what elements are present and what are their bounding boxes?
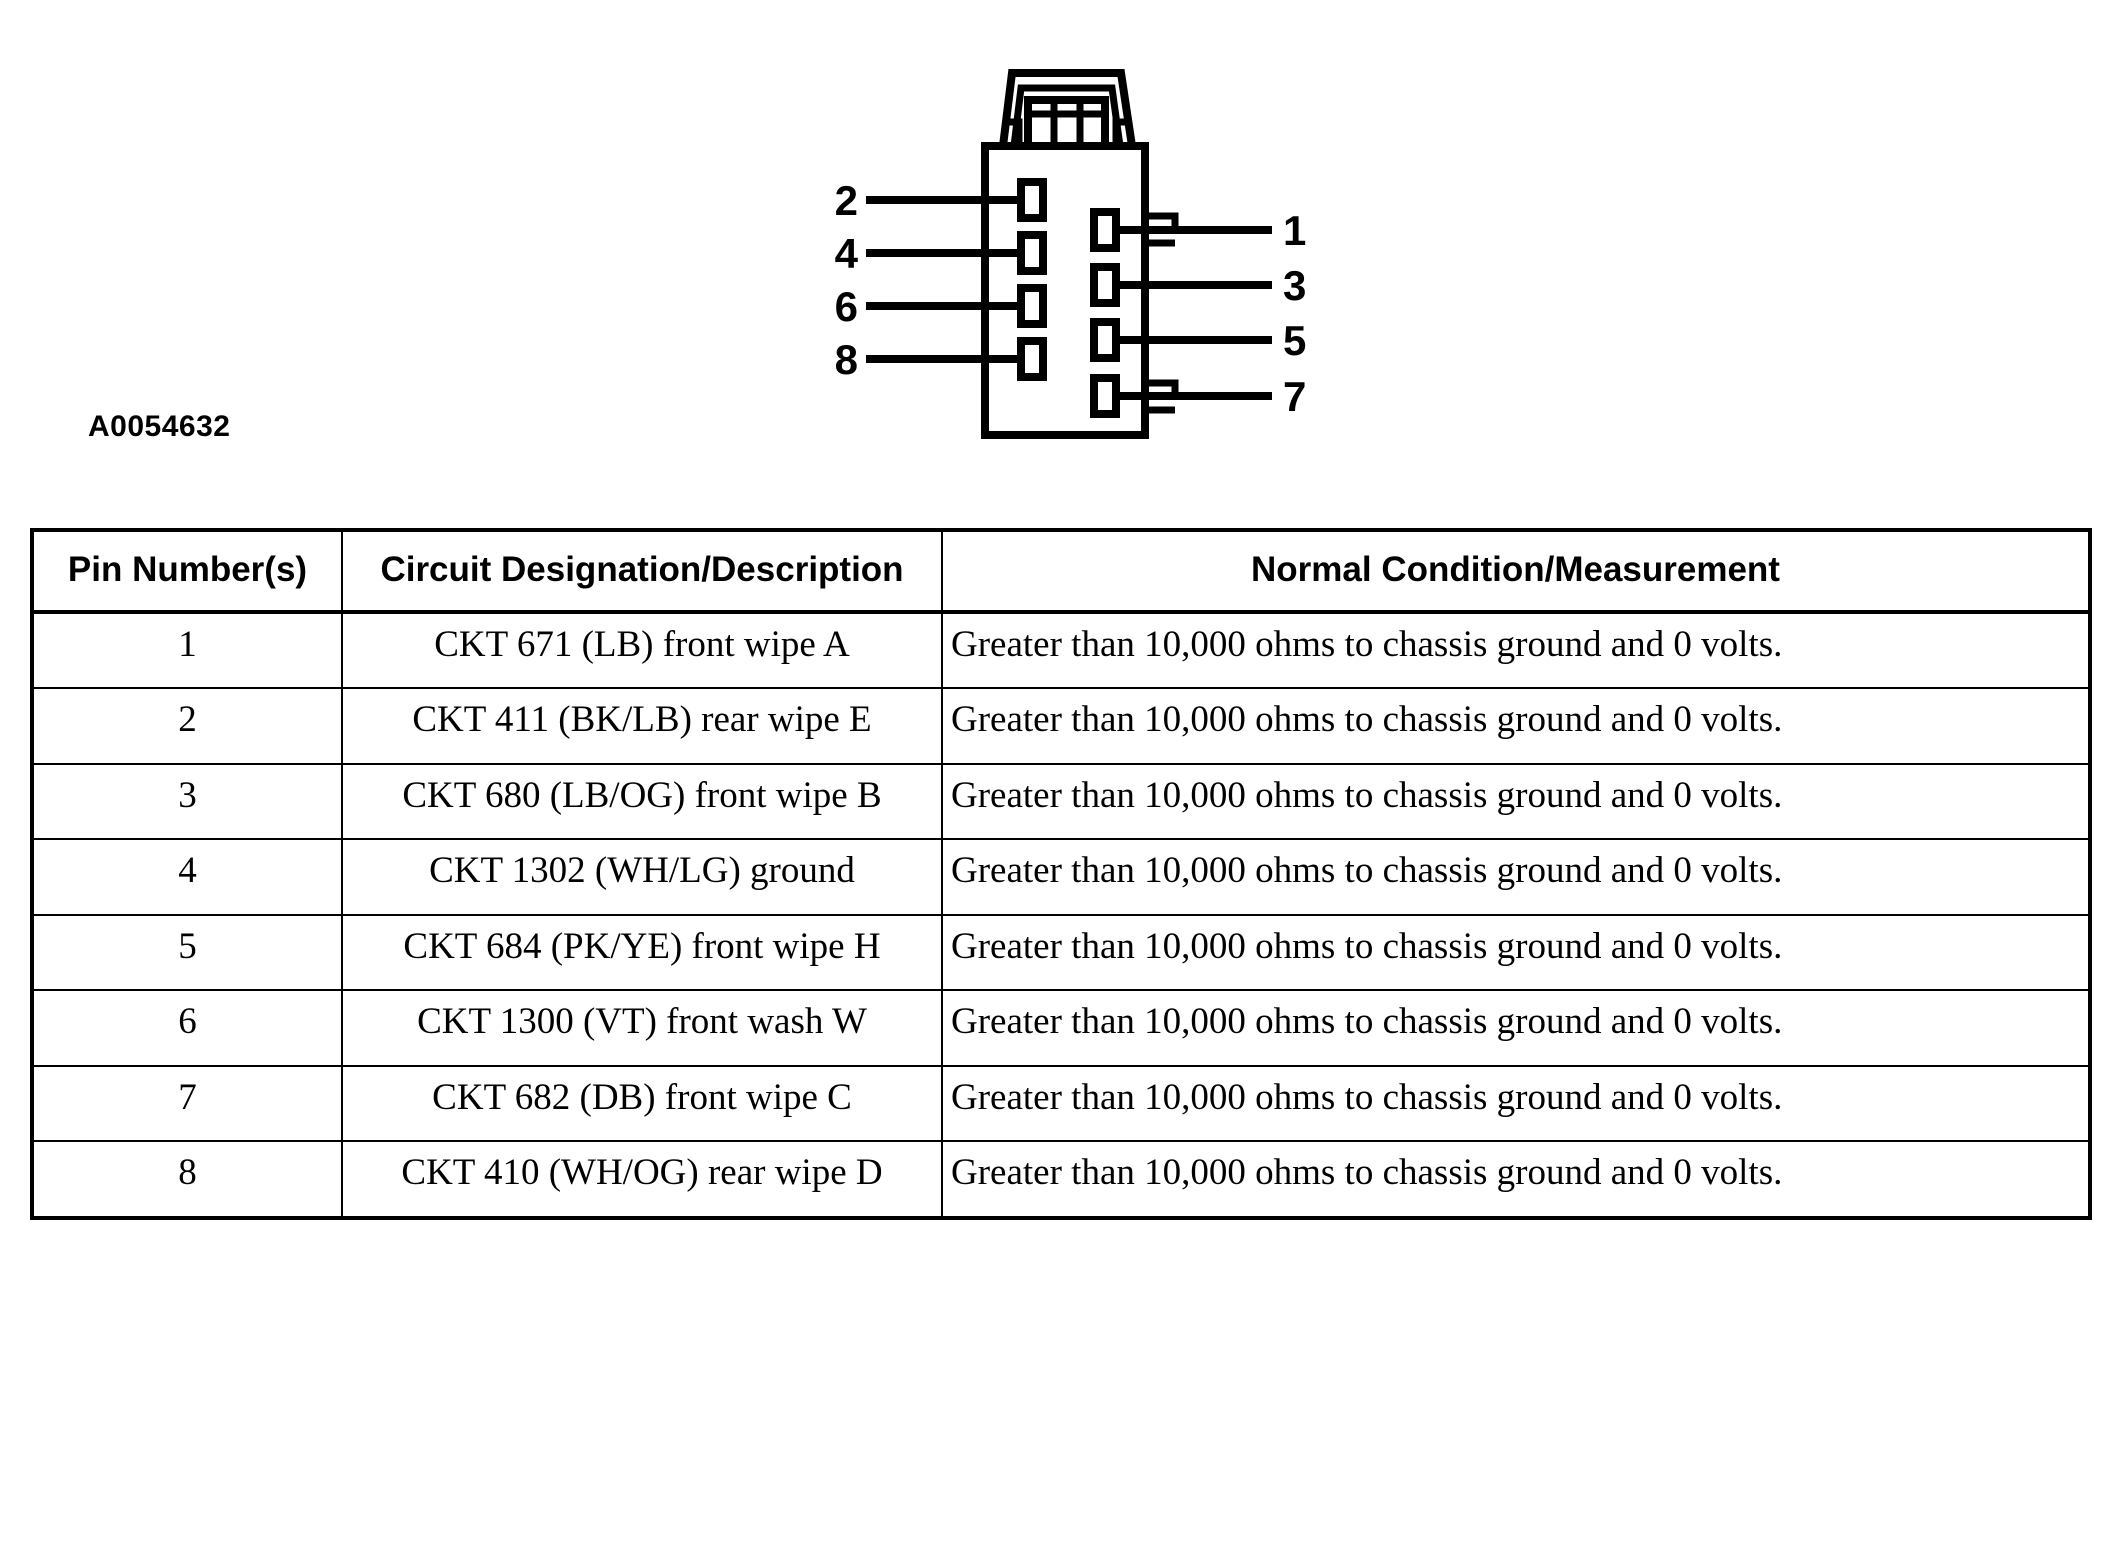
cell-circuit-designation: CKT 1300 (VT) front wash W bbox=[341, 989, 943, 1067]
connector-svg: 2 4 6 8 1 3 5 7 bbox=[835, 69, 1306, 439]
cell-normal-condition: Greater than 10,000 ohms to chassis grou… bbox=[941, 1064, 2091, 1143]
housing-inner-cap bbox=[1010, 84, 1124, 147]
column-header-pin-number: Pin Number(s) bbox=[31, 529, 343, 614]
housing-body bbox=[981, 142, 1149, 439]
cell-pin-number: 4 bbox=[31, 838, 343, 916]
retention-tab-top-1 bbox=[1145, 212, 1179, 228]
pin-cavity-3 bbox=[1090, 263, 1120, 307]
cell-circuit-designation: CKT 1302 (WH/LG) ground bbox=[341, 838, 943, 916]
pin-callout-8: 8 bbox=[835, 336, 858, 383]
retention-tab-top-7 bbox=[1145, 379, 1179, 395]
pin-cavity-5 bbox=[1090, 318, 1120, 362]
latch-window bbox=[1024, 96, 1109, 146]
cell-normal-condition: Greater than 10,000 ohms to chassis grou… bbox=[941, 913, 2091, 992]
pin-table: Pin Number(s) Circuit Designation/Descri… bbox=[30, 528, 2092, 1220]
pin-cavity-1 bbox=[1090, 208, 1120, 252]
pin-callouts-left: 2 4 6 8 bbox=[835, 177, 859, 383]
cell-pin-number: 2 bbox=[31, 687, 343, 765]
pin-cavities-left bbox=[1017, 178, 1047, 381]
cell-circuit-designation: CKT 680 (LB/OG) front wipe B bbox=[341, 762, 943, 841]
pin-cavities-right bbox=[1090, 208, 1120, 418]
connector-diagram: 2 4 6 8 1 3 5 7 bbox=[0, 0, 2124, 480]
housing-outer-cap bbox=[999, 69, 1136, 147]
cell-normal-condition: Greater than 10,000 ohms to chassis grou… bbox=[941, 1140, 2091, 1219]
leader-lines-left bbox=[866, 196, 1021, 363]
cell-pin-number: 8 bbox=[31, 1140, 343, 1219]
pin-cavity-8 bbox=[1017, 337, 1047, 381]
pin-callout-1: 1 bbox=[1283, 207, 1306, 254]
pin-callout-5: 5 bbox=[1283, 317, 1306, 364]
pin-cavity-7 bbox=[1090, 374, 1120, 418]
cell-normal-condition: Greater than 10,000 ohms to chassis grou… bbox=[941, 610, 2091, 690]
cell-normal-condition: Greater than 10,000 ohms to chassis grou… bbox=[941, 762, 2091, 841]
retention-tabs bbox=[1145, 212, 1179, 414]
column-header-circuit-designation: Circuit Designation/Description bbox=[341, 529, 943, 614]
table-header-row: Pin Number(s) Circuit Designation/Descri… bbox=[31, 529, 2091, 614]
pin-cavity-4 bbox=[1017, 231, 1047, 275]
pin-table-container: Pin Number(s) Circuit Designation/Descri… bbox=[30, 528, 2092, 1220]
column-header-normal-condition: Normal Condition/Measurement bbox=[941, 529, 2091, 614]
cell-pin-number: 7 bbox=[31, 1064, 343, 1143]
cell-normal-condition: Greater than 10,000 ohms to chassis grou… bbox=[941, 687, 2091, 765]
cell-normal-condition: Greater than 10,000 ohms to chassis grou… bbox=[941, 838, 2091, 916]
pin-cavity-6 bbox=[1017, 284, 1047, 328]
cell-pin-number: 3 bbox=[31, 762, 343, 841]
connector-housing bbox=[981, 69, 1149, 439]
cell-pin-number: 6 bbox=[31, 989, 343, 1067]
latch-ear-right bbox=[1112, 118, 1130, 146]
pin-callout-6: 6 bbox=[835, 283, 858, 330]
cell-normal-condition: Greater than 10,000 ohms to chassis grou… bbox=[941, 989, 2091, 1067]
cell-pin-number: 5 bbox=[31, 913, 343, 992]
pin-callout-4: 4 bbox=[835, 230, 859, 277]
pin-callout-3: 3 bbox=[1283, 262, 1306, 309]
cell-pin-number: 1 bbox=[31, 610, 343, 690]
pin-callout-2: 2 bbox=[835, 177, 858, 224]
cell-circuit-designation: CKT 410 (WH/OG) rear wipe D bbox=[341, 1140, 943, 1219]
cell-circuit-designation: CKT 682 (DB) front wipe C bbox=[341, 1064, 943, 1143]
cell-circuit-designation: CKT 684 (PK/YE) front wipe H bbox=[341, 913, 943, 992]
leader-lines-right bbox=[1116, 226, 1272, 400]
cell-circuit-designation: CKT 671 (LB) front wipe A bbox=[341, 610, 943, 690]
cell-circuit-designation: CKT 411 (BK/LB) rear wipe E bbox=[341, 687, 943, 765]
figure-id-label: A0054632 bbox=[88, 410, 231, 443]
pin-callout-7: 7 bbox=[1283, 373, 1306, 420]
pin-cavity-2 bbox=[1017, 178, 1047, 222]
latch-ear-left bbox=[1005, 118, 1023, 146]
pin-callouts-right: 1 3 5 7 bbox=[1283, 207, 1306, 420]
pin-table-head: Pin Number(s) Circuit Designation/Descri… bbox=[31, 529, 2091, 614]
